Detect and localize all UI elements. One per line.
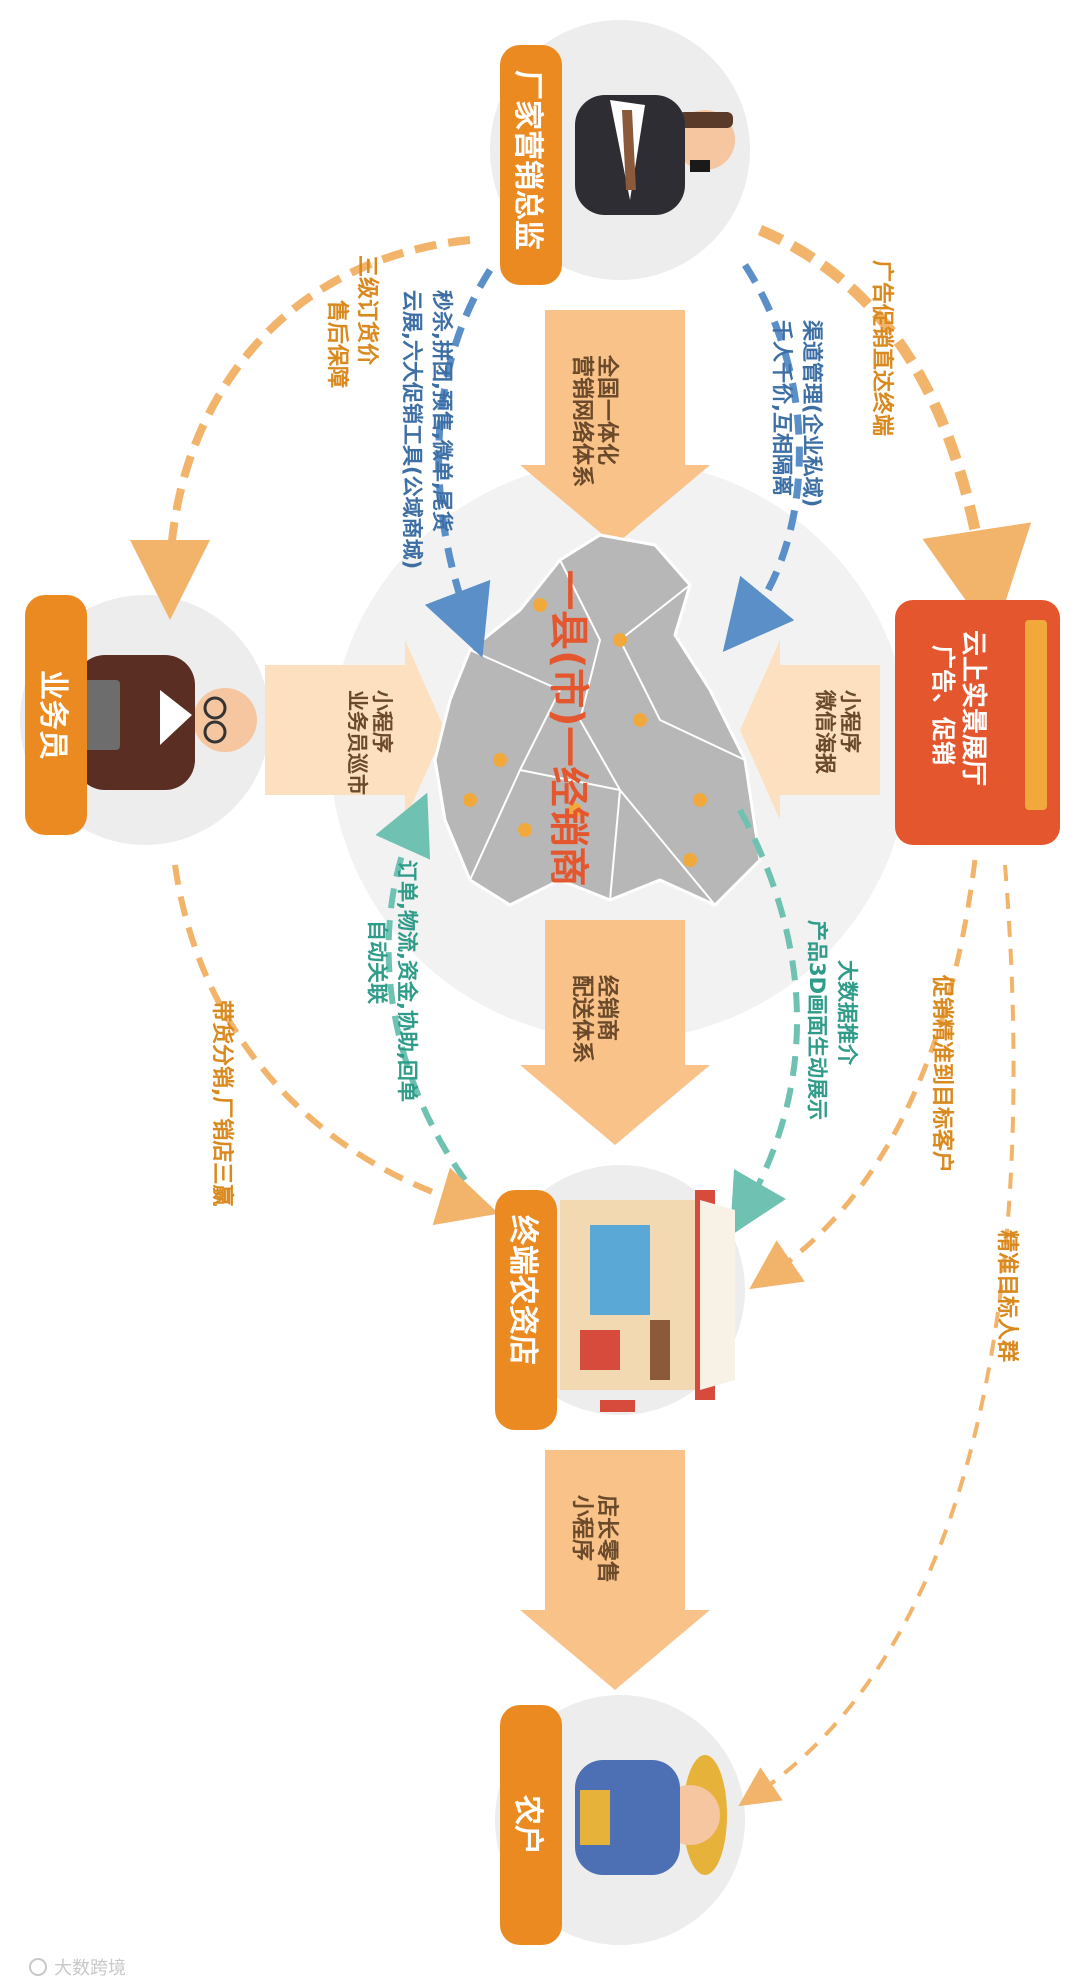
farmer-label-box [500,1705,562,1945]
watermark: 大数跨境 [29,1958,126,1979]
flow-big-data-line1: 大数据推介 [835,960,859,1066]
showroom-bar [1025,620,1047,810]
flow-three-level-price-line1: 三级订货价 [354,255,380,366]
county-map-shape [433,533,762,907]
arrow-wechat-poster: 小程序 微信海报 [740,640,880,820]
flow-three-level-price: 三级订货价 售后保障 [130,236,471,620]
flow-sell-share: 带货分销,厂销店三赢 [172,864,499,1226]
arrow-wechat-poster-line1: 小程序 [838,690,862,753]
farmer-node: 农户 [500,1705,727,1945]
arrow-salesperson-app-line2: 业务员巡市 [345,690,369,795]
flow-ad-direct-label: 广告促销直达终端 [869,260,895,436]
salesperson-node: 业务员 [25,595,257,835]
center-dealer-label: 一县(市)一经销商 [545,570,591,887]
director-figure [575,95,735,215]
flow-promo-tools-line1: 秒杀,拼团,预售,微单,尾货 [430,290,454,532]
watermark-logo-icon [29,1958,47,1976]
director-node: 厂家营销总监 [500,45,735,285]
salesperson-label-box [25,595,87,835]
showroom-subtitle: 广告、促销 [929,645,957,765]
map-pins [463,598,707,867]
flow-big-data: 大数据推介 产品3D画面生动展示 [730,808,859,1236]
director-label: 厂家营销总监 [510,70,545,250]
flow-precise-target-label: 精准目标人群 [994,1230,1020,1362]
store-node: 终端农资店 [495,1190,735,1430]
arrow-distribution-line2: 配送体系 [569,975,595,1063]
store-figure [560,1190,735,1412]
arrow-wechat-poster-line2: 微信海报 [813,689,837,774]
flow-precise-target: 精准目标人群 [738,864,1020,1807]
arrow-salesperson-app-line1: 小程序 [370,690,394,753]
watermark-label: 大数跨境 [54,1958,126,1979]
flow-channel-mgmt-line2: 千人千价,互相隔离 [770,320,794,496]
flow-precise-promo-label: 促销精准到目标客户 [929,974,955,1173]
farmer-label: 农户 [510,1794,545,1855]
arrow-retail-line2: 小程序 [569,1495,595,1561]
showroom-title: 云上实景展厅 [958,630,989,786]
showroom-box [895,600,1060,845]
salesperson-label: 业务员 [35,670,70,760]
flow-promo-tools-line2: 云展,六大促销工具(公域商城) [400,290,424,569]
flow-channel-mgmt-line1: 渠道管理(企业私域) [800,320,824,507]
store-label-box [495,1190,557,1430]
flow-sell-share-label: 带货分销,厂销店三赢 [209,1000,235,1206]
store-label: 终端农资店 [505,1215,540,1365]
flow-three-level-price-line2: 售后保障 [324,300,350,388]
arrow-national-network-line1: 全国一体化 [594,354,620,465]
arrow-retail: 店长零售 小程序 [520,1450,710,1690]
flow-promo-tools: 秒杀,拼团,预售,微单,尾货 云展,六大促销工具(公域商城) [400,268,493,658]
salesperson-figure [75,655,257,790]
director-label-box [500,45,562,285]
flow-big-data-line2: 产品3D画面生动展示 [805,920,829,1120]
arrow-retail-line1: 店长零售 [594,1495,620,1583]
flow-precise-promo: 促销精准到目标客户 [749,859,978,1290]
flow-order-link-line2: 自动关联 [365,920,389,1004]
flow-ad-direct: 广告促销直达终端 [757,224,1032,640]
arrow-distribution-line1: 经销商 [594,975,620,1041]
showroom-node: 云上实景展厅 广告、促销 [895,600,1060,845]
arrow-national-network-line2: 营销网络体系 [569,355,595,487]
flow-order-link-line1: 订单,物流,资金,协助,回单 [395,860,419,1102]
arrow-distribution: 经销商 配送体系 [520,920,710,1145]
county-map: 一县(市)一经销商 [433,533,762,907]
flow-order-link: 订单,物流,资金,协助,回单 自动关联 [365,792,468,1182]
arrow-salesperson-app: 小程序 业务员巡市 [265,640,445,820]
farmer-figure [575,1755,727,1875]
flow-channel-mgmt: 渠道管理(企业私域) 千人千价,互相隔离 [722,263,824,653]
arrow-national-network: 全国一体化 营销网络体系 [520,310,710,545]
county-map-borders [469,559,746,906]
